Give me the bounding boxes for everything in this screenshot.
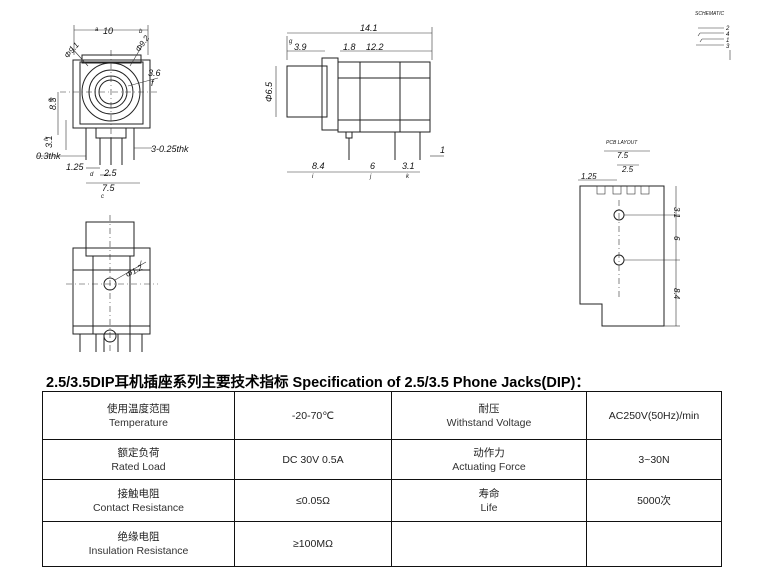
side-dim-84: 8.4 <box>312 161 325 171</box>
pcb-layout: PCB LAYOUT 7.5 2.5 1.25 3.1 6 8.4 <box>578 140 681 327</box>
side-dim-phi65: Φ6.5 <box>264 81 274 102</box>
value-cell: -20-70℃ <box>234 391 392 440</box>
side-dim-k: k <box>406 174 410 180</box>
front-view: a 10 Φ9.1 Φ9.2 b 3.6 f g 8.3 3.1 h <box>36 25 189 200</box>
label-cn: 使用温度范围 <box>107 402 170 415</box>
label-en: Temperature <box>109 416 168 429</box>
front-dim-36: 3.6 <box>148 68 161 78</box>
side-dim-6: 6 <box>370 161 375 171</box>
label-cn: 绝缘电阻 <box>117 531 160 543</box>
side-dim-g: g <box>289 39 293 45</box>
side-dim-1: 1 <box>440 145 445 155</box>
front-dim-31: 3.1 <box>44 135 54 148</box>
front-dim-b: b <box>139 29 143 35</box>
pcb-dim-31: 3.1 <box>672 207 681 218</box>
front-dim-83: 8.3 <box>48 97 58 110</box>
pcb-dim-6: 6 <box>672 236 681 241</box>
schematic-pin-1: 1 <box>726 38 729 44</box>
side-view: 14.1 g 3.9 1.8 12.2 Φ6.5 8.4 i 6 j 3.1 k… <box>264 23 445 180</box>
front-dim-d: d <box>90 172 94 178</box>
value-cell: ≥100MΩ <box>234 521 392 567</box>
label-cn: 动作力 <box>473 446 505 459</box>
pcb-dim-84: 8.4 <box>672 288 681 300</box>
schematic: SCHEMATIC 2 4 1 3 <box>695 11 731 60</box>
value-cell: ≤0.05Ω <box>234 479 392 522</box>
front-dim-h: h <box>44 137 50 141</box>
front-dim-c: c <box>101 194 104 200</box>
side-dim-39: 3.9 <box>294 42 307 52</box>
technical-drawing: a 10 Φ9.1 Φ9.2 b 3.6 f g 8.3 3.1 h <box>36 11 731 352</box>
label-en: Contact Resistance <box>92 501 185 514</box>
label-en: Actuating Force <box>452 460 526 473</box>
side-dim-31: 3.1 <box>402 161 415 171</box>
front-dim-g: g <box>48 98 54 102</box>
pcb-dim-25: 2.5 <box>621 165 634 174</box>
value-cell: 3~30N <box>586 439 722 480</box>
front-dim-75: 7.5 <box>102 183 116 193</box>
front-dim-3-025thk: 3-0.25thk <box>151 144 189 154</box>
pcb-dim-75: 7.5 <box>617 151 629 160</box>
label-cn: 接触电阻 <box>117 487 160 500</box>
side-dim-j: j <box>369 174 372 180</box>
value-cell: AC250V(50Hz)/min <box>586 391 722 440</box>
front-dim-f: f <box>151 78 155 88</box>
label-cn: 耐压 <box>478 402 500 415</box>
side-dim-141: 14.1 <box>360 23 378 33</box>
label-en: Insulation Resistance <box>88 545 189 557</box>
front-dim-top-label: a <box>95 27 99 33</box>
front-dim-03thk: 0.3thk <box>36 151 61 161</box>
bottom-dim-phi12: Φ1.2 <box>124 263 144 280</box>
label-cn: 寿命 <box>478 487 500 500</box>
pcb-layout-title: PCB LAYOUT <box>606 140 638 146</box>
label-cell: 绝缘电阻 Insulation Resistance <box>42 521 235 567</box>
schematic-pin-3: 3 <box>726 44 730 50</box>
side-dim-i: i <box>312 174 314 180</box>
value-cell: DC 30V 0.5A <box>234 439 392 480</box>
front-dim-10: 10 <box>103 26 113 36</box>
front-dim-25: 2.5 <box>103 168 118 178</box>
label-cn: 额定负荷 <box>117 446 160 459</box>
front-dim-phi92: Φ9.2 <box>134 33 152 53</box>
spec-title: 2.5/3.5DIP耳机插座系列主要技术指标 Specification of … <box>46 375 590 391</box>
side-dim-122: 12.2 <box>366 42 384 52</box>
side-dim-18: 1.8 <box>343 42 356 52</box>
schematic-title: SCHEMATIC <box>695 11 724 17</box>
front-dim-125: 1.25 <box>66 162 85 172</box>
label-en: Rated Load <box>111 460 166 473</box>
label-en: Withstand Voltage <box>446 416 532 429</box>
label-cell <box>391 521 587 567</box>
table-row: 绝缘电阻 Insulation Resistance ≥100MΩ <box>42 521 722 567</box>
value-cell <box>586 521 722 567</box>
schematic-pin-4: 4 <box>726 32 730 38</box>
pcb-dim-125: 1.25 <box>581 172 597 181</box>
front-dim-phi91: Φ9.1 <box>63 41 81 60</box>
label-en: Life <box>480 501 498 514</box>
bottom-view: Φ1.2 l <box>66 215 158 352</box>
schematic-pin-2: 2 <box>725 26 730 32</box>
value-cell: 5000次 <box>586 479 722 522</box>
bottom-dim-l: l <box>140 261 142 267</box>
